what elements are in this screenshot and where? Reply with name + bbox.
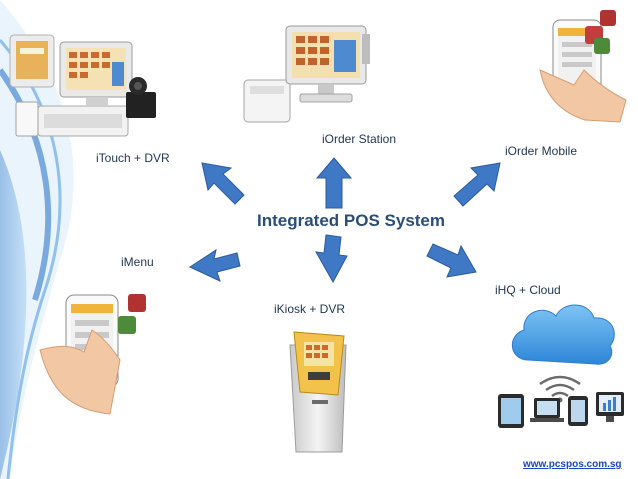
arrow-up xyxy=(315,157,353,209)
iorder-mobile-image xyxy=(539,10,627,123)
iorder-station-image xyxy=(243,25,370,123)
cloud-icon xyxy=(512,304,615,365)
node-label-ikiosk: iKiosk + DVR xyxy=(274,302,346,316)
arrow-left xyxy=(188,248,241,282)
node-label-itouch: iTouch + DVR xyxy=(96,151,170,165)
arrows xyxy=(188,157,501,284)
ikiosk-image xyxy=(289,331,347,453)
arrow-up-right xyxy=(453,162,501,207)
node-label-iorder-station: iOrder Station xyxy=(322,132,397,146)
node-label-ihq: iHQ + Cloud xyxy=(495,283,561,297)
imenu-image xyxy=(39,294,146,415)
node-label-iorder-mobile: iOrder Mobile xyxy=(505,144,578,158)
arrow-up-left xyxy=(201,162,245,205)
wifi-signal-icon xyxy=(539,375,581,398)
website-link[interactable]: www.pcspos.com.sg xyxy=(523,459,622,470)
ihq-cloud-image xyxy=(498,304,624,428)
node-label-imenu: iMenu xyxy=(121,255,154,269)
arrow-down xyxy=(315,234,348,284)
itouch-pos-image xyxy=(9,34,156,137)
devices-icon xyxy=(498,392,624,428)
arrow-down-right xyxy=(426,243,477,278)
center-title: Integrated POS System xyxy=(257,211,446,230)
